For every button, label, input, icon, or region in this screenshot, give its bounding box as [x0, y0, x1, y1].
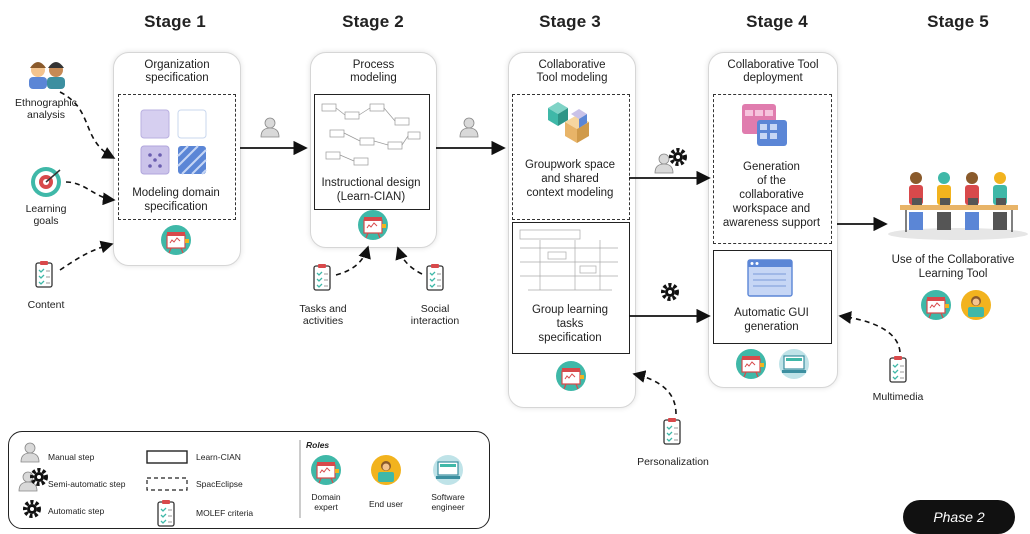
multimedia-arrow — [838, 311, 901, 353]
legend — [8, 431, 490, 529]
automatic-gui-label: Automatic GUI generation — [734, 307, 809, 333]
modeling-domain-label: Modeling domain specification — [132, 187, 220, 213]
learning-goals-label: Learning goals — [25, 203, 67, 227]
learning-goals-target-icon — [31, 167, 61, 197]
legend-roles-title: Roles — [306, 440, 330, 450]
ethnographic-people-icon — [29, 62, 65, 89]
learning-goals-arrow — [65, 181, 116, 206]
legend-end-user-icon — [371, 455, 401, 485]
groupwork-space-box — [512, 94, 630, 220]
stage-4-panel-title: Collaborative Tool deployment — [727, 59, 819, 84]
content-arrow — [59, 240, 114, 271]
stage-2-panel-title: Process modeling — [350, 59, 397, 84]
workspace-icon — [742, 104, 787, 146]
tasks-arrow — [335, 245, 371, 276]
learners-at-table-illustration — [888, 172, 1028, 240]
stage-3-panel-title: Collaborative Tool modeling — [536, 59, 608, 84]
legend-solid-box — [146, 450, 188, 464]
group-learning-tasks-label: Group learning tasks specification — [531, 304, 609, 344]
legend-automatic-label: Automatic step — [48, 506, 105, 516]
legend-software-engineer-icon — [432, 454, 464, 486]
legend-domain-expert-icon — [310, 454, 342, 486]
legend-manual-label: Manual step — [48, 452, 95, 462]
legend-learncian-label: Learn-CIAN — [196, 452, 241, 462]
tasks-diagram-sketch — [519, 229, 618, 291]
stage-3-title: Stage 3 — [539, 12, 601, 31]
phase-badge: Phase 2 — [903, 500, 1015, 534]
legend-end-user-label: End user — [368, 499, 404, 509]
personalization-arrow — [632, 370, 677, 415]
cubes-icon — [548, 102, 589, 143]
process-diagram-sketch — [321, 103, 421, 166]
stage-5-label: Use of the Collaborative Learning Tool — [891, 254, 1015, 280]
legend-spaceclipse-label: SpacEclipse — [196, 479, 243, 489]
legend-molef-label: MOLEF criteria — [196, 508, 254, 518]
gui-window-icon — [747, 259, 793, 297]
generation-workspace-label: Generation of the collaborative workspac… — [722, 161, 821, 229]
modeling-domain-box — [118, 94, 236, 220]
legend-manual-icon — [20, 442, 40, 463]
ethnographic-arrow — [59, 91, 116, 159]
content-label: Content — [27, 299, 65, 311]
social-label: Social interaction — [410, 303, 460, 327]
stage-4-title: Stage 4 — [746, 12, 808, 31]
social-arrow — [395, 246, 423, 275]
tasks-label: Tasks and activities — [299, 303, 347, 327]
legend-semi-icon — [18, 468, 48, 492]
legend-semi-label: Semi-automatic step — [48, 479, 126, 489]
legend-software-engineer-label: Software engineer — [431, 492, 465, 512]
instructional-design-label: Instructional design (Learn-CIAN) — [321, 177, 421, 203]
legend-automatic-icon — [23, 500, 41, 518]
legend-dashed-box — [146, 477, 188, 491]
multimedia-label: Multimedia — [872, 391, 924, 403]
domain-tiles-icon — [140, 109, 207, 175]
stage-5-title: Stage 5 — [927, 12, 989, 31]
stage-2-title: Stage 2 — [342, 12, 404, 31]
group-learning-tasks-box — [512, 222, 630, 354]
groupwork-space-label: Groupwork space and shared context model… — [524, 159, 616, 199]
ethnographic-label: Ethnographic analysis — [15, 97, 77, 121]
legend-molef-icon — [157, 499, 175, 527]
legend-domain-expert-label: Domain expert — [311, 492, 341, 512]
stage-1-panel-title: Organization specification — [144, 59, 210, 84]
personalization-label: Personalization — [637, 456, 709, 468]
stage-1-title: Stage 1 — [144, 12, 206, 31]
